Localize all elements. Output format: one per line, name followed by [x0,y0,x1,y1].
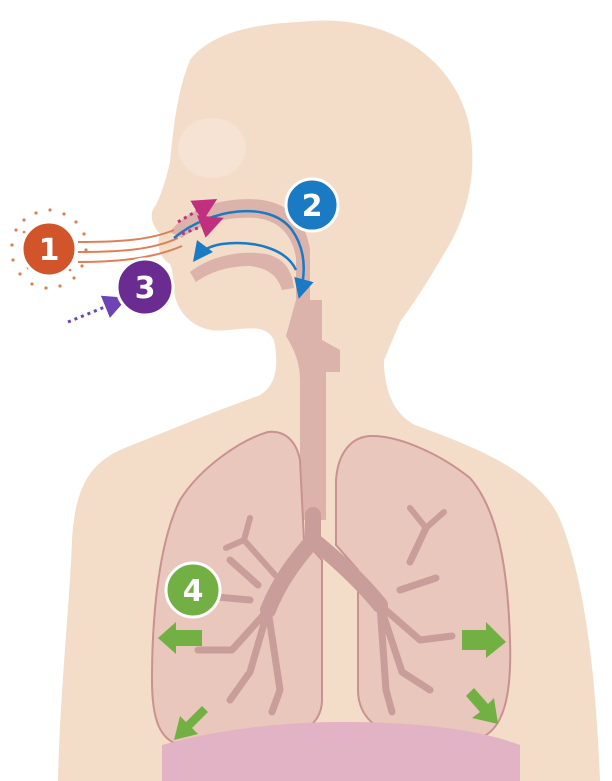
step-badge-4: 4 [166,563,220,617]
step-4-label: 4 [183,574,204,609]
step-2-label: 2 [302,189,323,224]
mouth-breath-arrow [68,300,122,322]
step-badge-3: 3 [117,259,173,315]
step-badge-1: 1 [22,222,76,276]
ear [178,118,246,178]
step-badge-2: 2 [286,179,338,231]
body-silhouette [58,20,600,781]
step-1-label: 1 [39,233,60,268]
step-3-label: 3 [135,271,156,306]
